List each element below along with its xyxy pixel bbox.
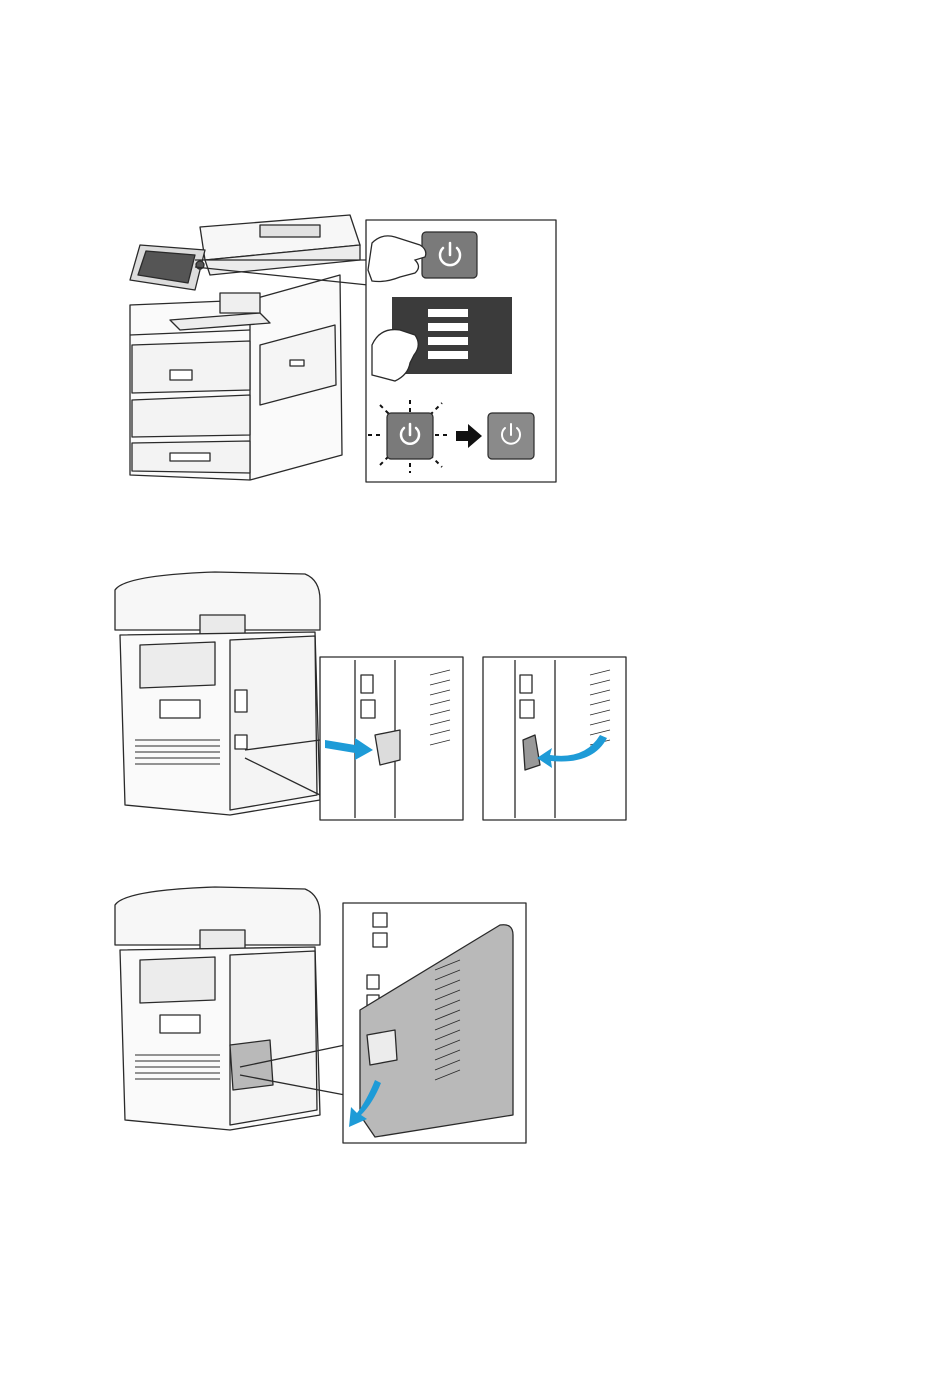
power-off-illustration — [110, 205, 570, 495]
remove-usb-cover-illustration — [105, 560, 635, 830]
remove-rear-panel-illustration — [105, 875, 535, 1150]
